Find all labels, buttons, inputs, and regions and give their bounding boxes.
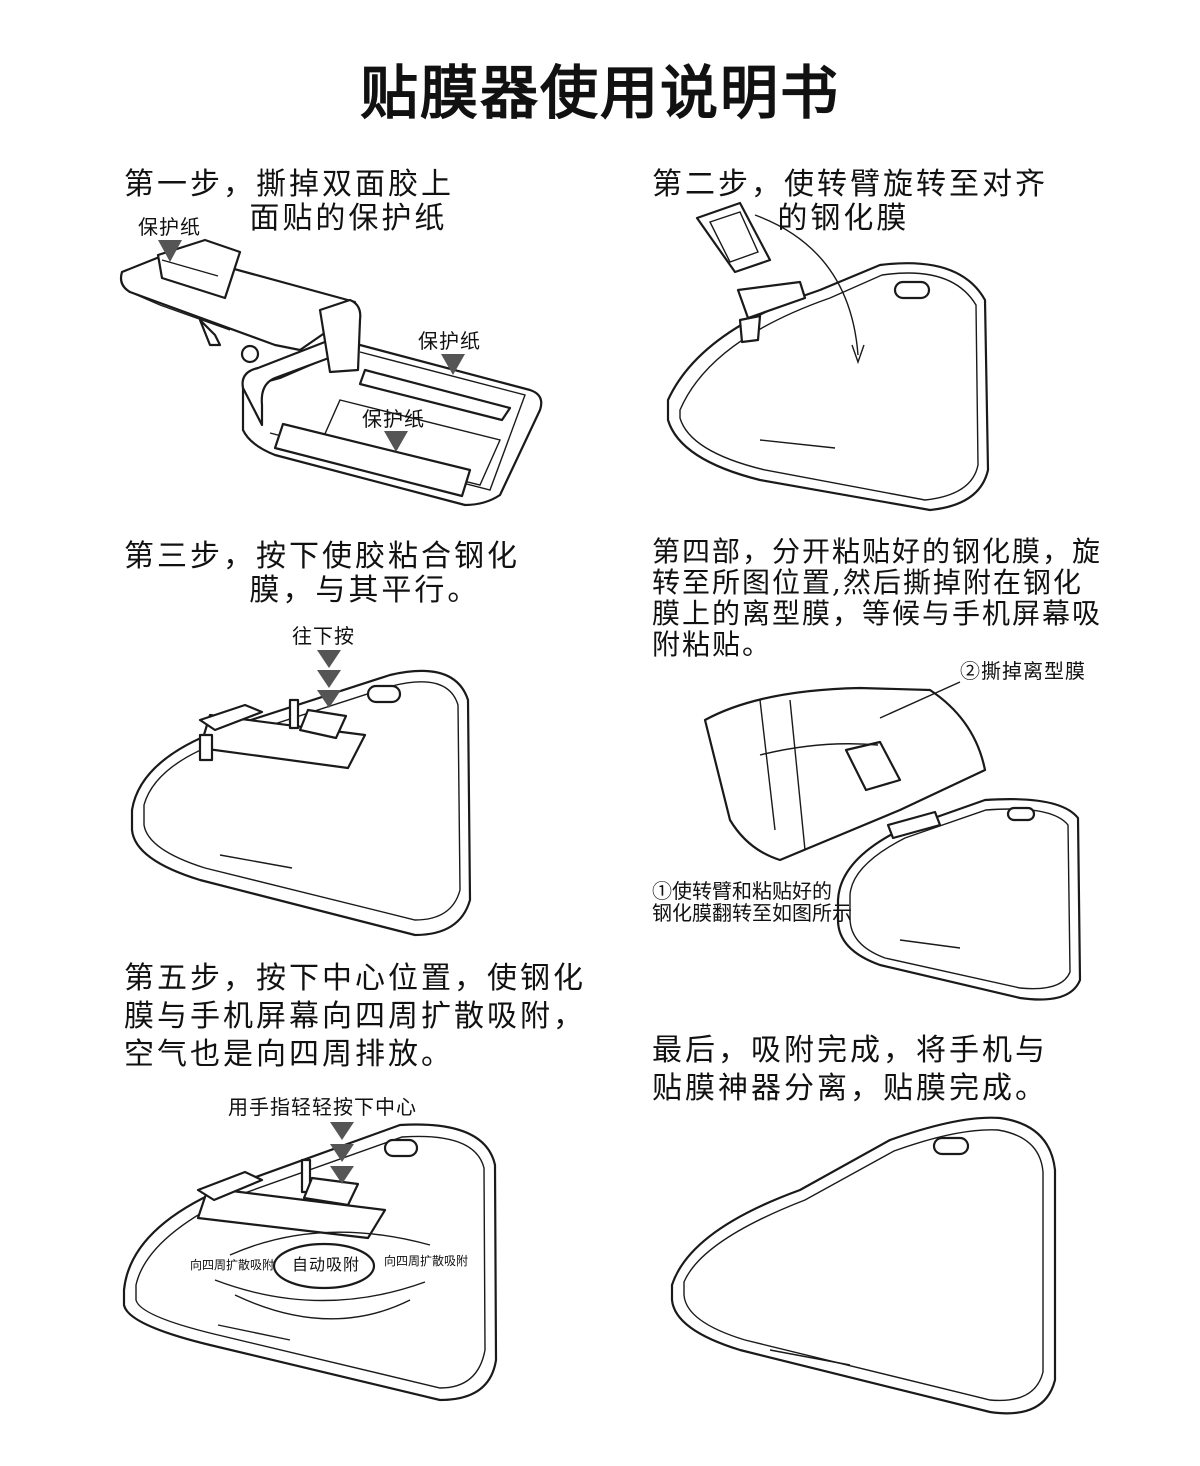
final-phone-illustration — [670, 1116, 1057, 1415]
arrow-down-icon — [317, 690, 341, 708]
arrow-down-icon — [384, 431, 408, 452]
auto-adsorb-ring — [272, 1242, 376, 1290]
arrow-down-icon — [330, 1166, 354, 1184]
arrow-down-icon — [330, 1144, 354, 1162]
arrow-down-icon — [317, 670, 341, 688]
peel-release-film-label: ②撕掉离型膜 — [960, 659, 1086, 683]
spread-adsorb-label: 向四周扩散吸附 — [384, 1254, 469, 1268]
step4-text: 第四部，分开粘贴好的钢化膜，旋 转至所图位置,然后撕掉附在钢化 膜上的离型膜，等… — [652, 535, 1103, 661]
arrow-down-icon — [317, 650, 341, 668]
step2-text: 第二步，使转臂旋转至对齐 的钢化膜 — [652, 167, 1048, 236]
step3-phone-illustration — [130, 669, 472, 937]
step4-phone-illustration — [703, 681, 1082, 1001]
press-center-label: 用手指轻轻按下中心 — [228, 1095, 417, 1119]
page-title: 贴膜器使用说明书 — [359, 59, 840, 127]
arrow-down-icon — [330, 1122, 354, 1140]
spread-adsorb-label: 向四周扩散吸附 — [190, 1258, 275, 1272]
step2-phone-illustration — [666, 201, 990, 512]
protective-paper-label: 保护纸 — [418, 329, 481, 353]
arrow-down-icon — [158, 240, 182, 262]
arrow-down-icon — [441, 354, 465, 375]
step3-text: 第三步，按下使胶粘合钢化 膜，与其平行。 — [124, 539, 520, 608]
step1-text: 第一步，撕掉双面胶上 面贴的保护纸 — [124, 167, 454, 236]
protective-paper-label: 保护纸 — [362, 407, 425, 431]
auto-adsorb-label: 自动吸附 — [292, 1255, 361, 1274]
final-step-text: 最后，吸附完成，将手机与 贴膜神器分离，贴膜完成。 — [652, 1033, 1048, 1106]
step5-text: 第五步，按下中心位置，使钢化 膜与手机屏幕向四周扩散吸附， 空气也是向四周排放。 — [124, 961, 586, 1072]
step1-applicator-illustration — [119, 238, 543, 507]
press-down-label: 往下按 — [292, 624, 355, 648]
protective-paper-label: 保护纸 — [138, 215, 201, 239]
rotate-arm-note: ①使转臂和粘贴好的 钢化膜翻转至如图所示 — [652, 879, 852, 925]
